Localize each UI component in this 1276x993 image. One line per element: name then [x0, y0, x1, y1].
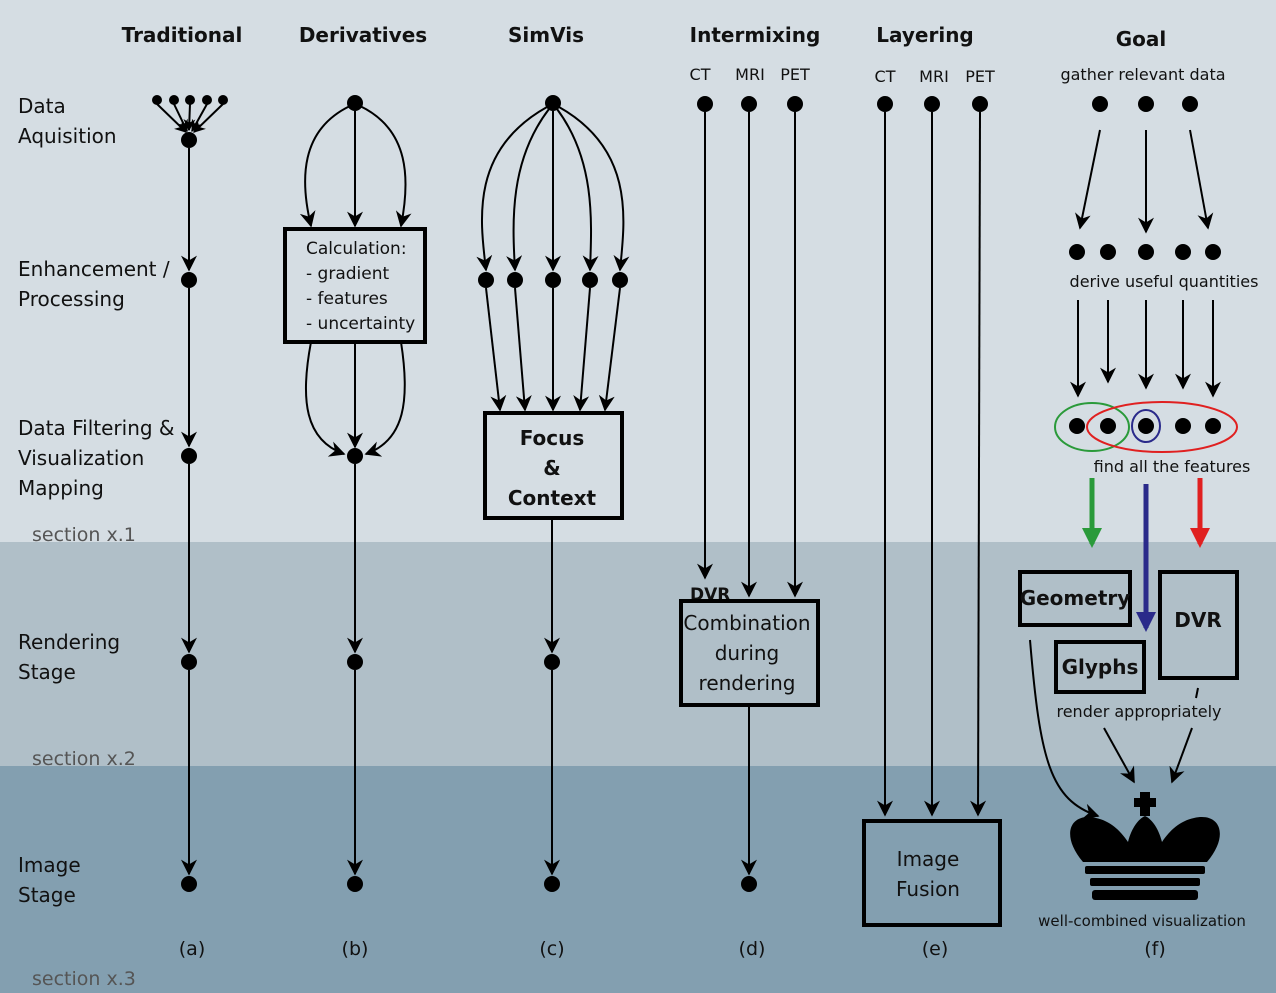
band-section-3 [0, 766, 1276, 993]
green-feature-ellipse [1054, 402, 1130, 452]
goal-derive-text: derive useful quantities [1070, 272, 1259, 291]
column-title-derivatives: Derivatives [299, 23, 427, 47]
geometry-label: Geometry [1020, 586, 1131, 610]
glyphs-label: Glyphs [1062, 655, 1139, 679]
modality-pet-d: PET [780, 65, 810, 84]
modality-ct-d: CT [690, 65, 711, 84]
image-fusion-box [862, 819, 1002, 927]
dvr-box [1158, 570, 1239, 680]
calc-item-features: - features [306, 289, 388, 309]
section-label-1: section x.1 [32, 524, 136, 546]
stage-filtering-line-3: Mapping [18, 476, 104, 500]
column-title-intermixing: Intermixing [690, 23, 821, 47]
focus-context-box [483, 411, 624, 520]
combination-line-1: Combination [683, 611, 810, 635]
goal-render-text: render appropriately [1056, 702, 1221, 721]
column-title-simvis: SimVis [508, 23, 584, 47]
stage-image-line-2: Stage [18, 883, 76, 907]
image-fusion-line-2: Fusion [896, 877, 960, 901]
focus-context-line-1: Focus [520, 426, 585, 450]
goal-result-text: well-combined visualization [1038, 912, 1246, 930]
crown-icon [1070, 792, 1220, 900]
calc-item-uncertainty: - uncertainty [306, 314, 415, 334]
column-f-goal: gather relevant data derive useful quant… [1018, 65, 1259, 930]
image-fusion-line-1: Image [897, 847, 960, 871]
blue-feature-ellipse [1131, 409, 1161, 443]
stage-image-line-1: Image [18, 853, 81, 877]
modality-mri-e: MRI [919, 67, 949, 86]
modality-ct-e: CT [875, 67, 896, 86]
goal-gather-text: gather relevant data [1060, 65, 1225, 84]
column-title-goal: Goal [1116, 27, 1167, 51]
calc-item-gradient: - gradient [306, 264, 389, 284]
column-a-traditional [152, 95, 228, 892]
caption-b: (b) [342, 938, 369, 960]
caption-c: (c) [539, 938, 564, 960]
red-feature-ellipse [1086, 401, 1238, 453]
column-d-intermixing: CT MRI PET DVR Combination during render… [679, 65, 820, 892]
modality-pet-e: PET [965, 67, 995, 86]
dvr-label-f: DVR [1174, 608, 1221, 632]
stage-filtering-line-1: Data Filtering & [18, 416, 175, 440]
section-label-3: section x.3 [32, 968, 136, 990]
combination-line-3: rendering [699, 671, 796, 695]
caption-d: (d) [739, 938, 766, 960]
band-section-1 [0, 0, 1276, 542]
stage-filtering-line-2: Visualization [18, 446, 144, 470]
stage-acquisition-line-1: Data [18, 94, 66, 118]
band-section-2 [0, 542, 1276, 766]
stage-rendering-line-2: Stage [18, 660, 76, 684]
column-title-layering: Layering [876, 23, 974, 47]
modality-mri-d: MRI [735, 65, 765, 84]
section-label-2: section x.2 [32, 748, 136, 770]
caption-e: (e) [922, 938, 949, 960]
stage-enhancement-line-1: Enhancement / [18, 257, 170, 281]
calc-title: Calculation: [306, 239, 407, 259]
focus-context-line-2: & [543, 456, 560, 480]
column-b-derivatives: Calculation: - gradient - features - unc… [283, 95, 427, 892]
geometry-box [1018, 570, 1132, 627]
stage-enhancement-line-2: Processing [18, 287, 125, 311]
column-c-simvis: Focus & Context [476, 95, 630, 892]
goal-find-text: find all the features [1094, 457, 1251, 476]
stage-rendering-line-1: Rendering [18, 630, 120, 654]
column-e-layering: CT MRI PET Image Fusion [862, 67, 1002, 927]
caption-a: (a) [179, 938, 205, 960]
caption-f: (f) [1144, 938, 1166, 960]
focus-context-line-3: Context [508, 486, 597, 510]
column-title-traditional: Traditional [122, 23, 243, 47]
stage-acquisition-line-2: Aquisition [18, 124, 117, 148]
glyphs-box [1054, 640, 1146, 694]
combination-line-2: during [715, 641, 780, 665]
